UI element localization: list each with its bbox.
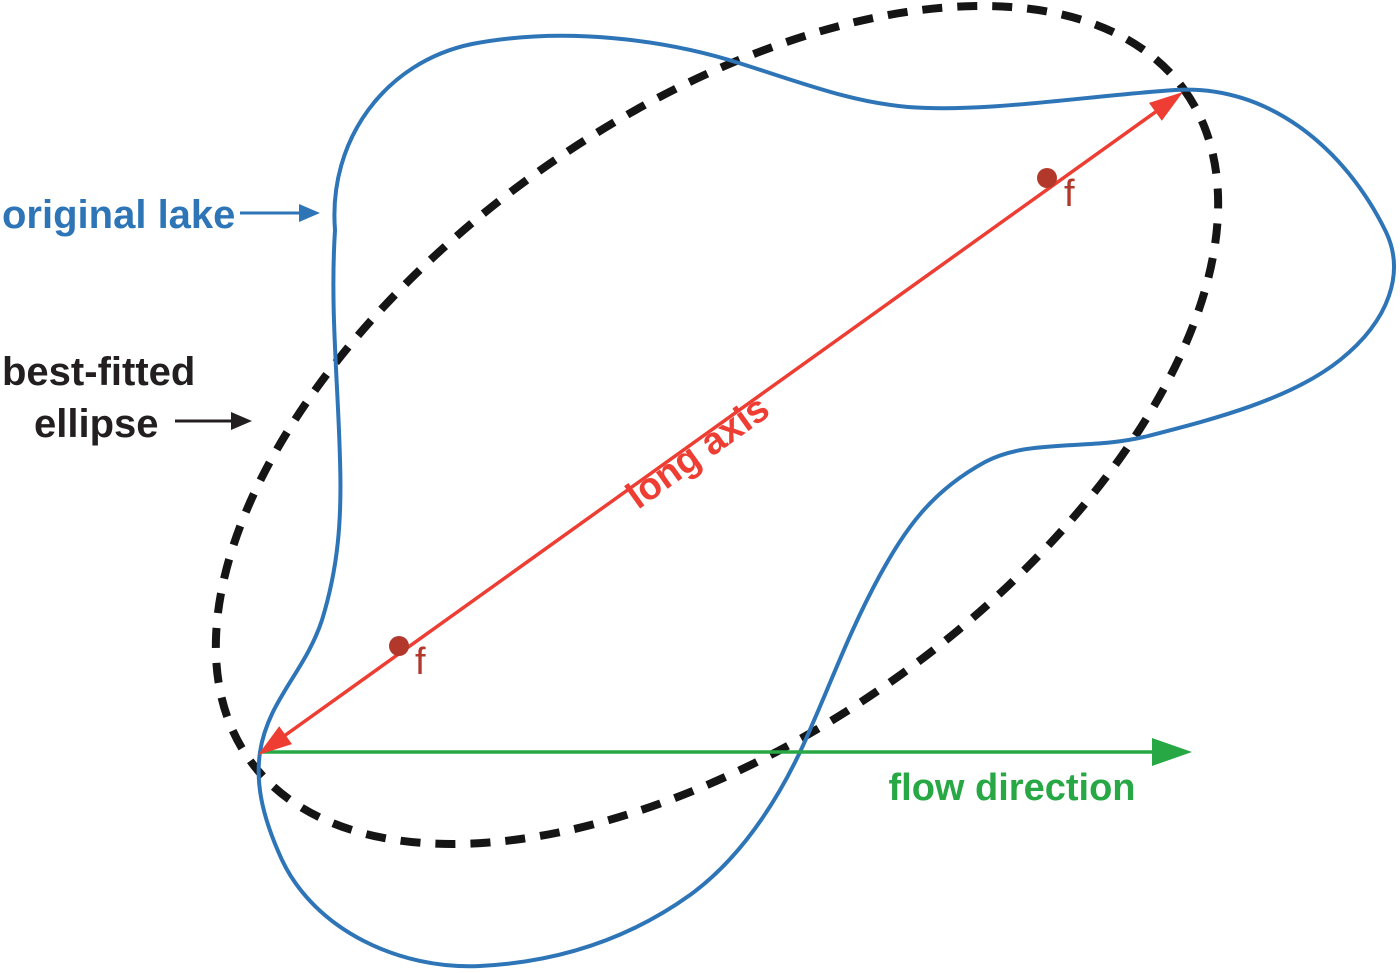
lake-outline bbox=[256, 33, 1396, 969]
long-axis-arrowhead-top-icon bbox=[1149, 92, 1183, 121]
long-axis-line bbox=[264, 96, 1177, 751]
original-lake-pointer-arrowhead-icon bbox=[299, 204, 320, 222]
flow-direction-label: flow direction bbox=[889, 767, 1136, 809]
focus-dot-lower bbox=[389, 636, 409, 656]
best-fitted-ellipse-label-line2: ellipse bbox=[34, 402, 159, 446]
focus-label-lower: f bbox=[415, 641, 426, 683]
best-fitted-ellipse-label-line1: best-fitted bbox=[2, 350, 195, 394]
focus-dot-upper bbox=[1037, 168, 1057, 188]
best-fit-ellipse bbox=[211, 1, 1223, 849]
focus-label-upper: f bbox=[1064, 173, 1075, 215]
original-lake-label: original lake bbox=[2, 193, 235, 237]
best-fitted-pointer-arrowhead-icon bbox=[231, 412, 252, 430]
long-axis-label: long axis bbox=[619, 387, 777, 517]
long-axis-arrowhead-bottom-icon bbox=[258, 726, 292, 755]
flow-direction-arrowhead-icon bbox=[1152, 738, 1192, 766]
